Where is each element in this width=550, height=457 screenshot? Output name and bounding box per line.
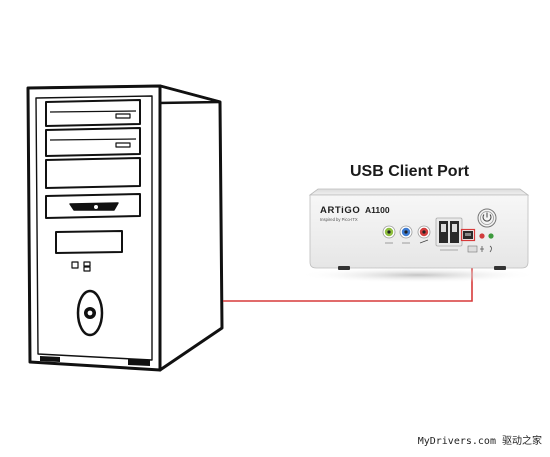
- front-port-panel: [55, 230, 123, 272]
- tower-front-panel: [26, 84, 162, 372]
- blank-drive-bay: [45, 157, 141, 189]
- brand-tagline: Inspired by Pico-ITX: [320, 217, 358, 222]
- usb-host-ports: [435, 217, 463, 251]
- usb-client-port: [460, 228, 476, 242]
- device-foot-right: [494, 266, 506, 270]
- tower-side-panel: [158, 84, 224, 372]
- device-top: [308, 188, 530, 196]
- tower-pc: [26, 84, 224, 372]
- power-button: [76, 289, 104, 337]
- optical-drive-bay-1: [45, 99, 141, 127]
- audio-jack-green: [382, 225, 396, 244]
- optical-drive-bay-2: [45, 127, 141, 157]
- audio-jack-red: [417, 225, 431, 244]
- device-power-button: [477, 208, 497, 228]
- floppy-drive: [45, 193, 141, 219]
- brand-model: A1100: [365, 205, 390, 215]
- brand-logo: ARTiGO: [320, 205, 360, 216]
- audio-jack-blue: [399, 225, 413, 244]
- watermark: MyDrivers.com 驱动之家: [417, 436, 542, 447]
- device-foot-left: [338, 266, 350, 270]
- status-leds: [467, 233, 494, 253]
- device-shadow: [298, 267, 538, 283]
- artigo-device: ARTiGO A1100 Inspired by Pico-ITX: [298, 188, 538, 283]
- usb-client-port-label: USB Client Port: [350, 163, 470, 180]
